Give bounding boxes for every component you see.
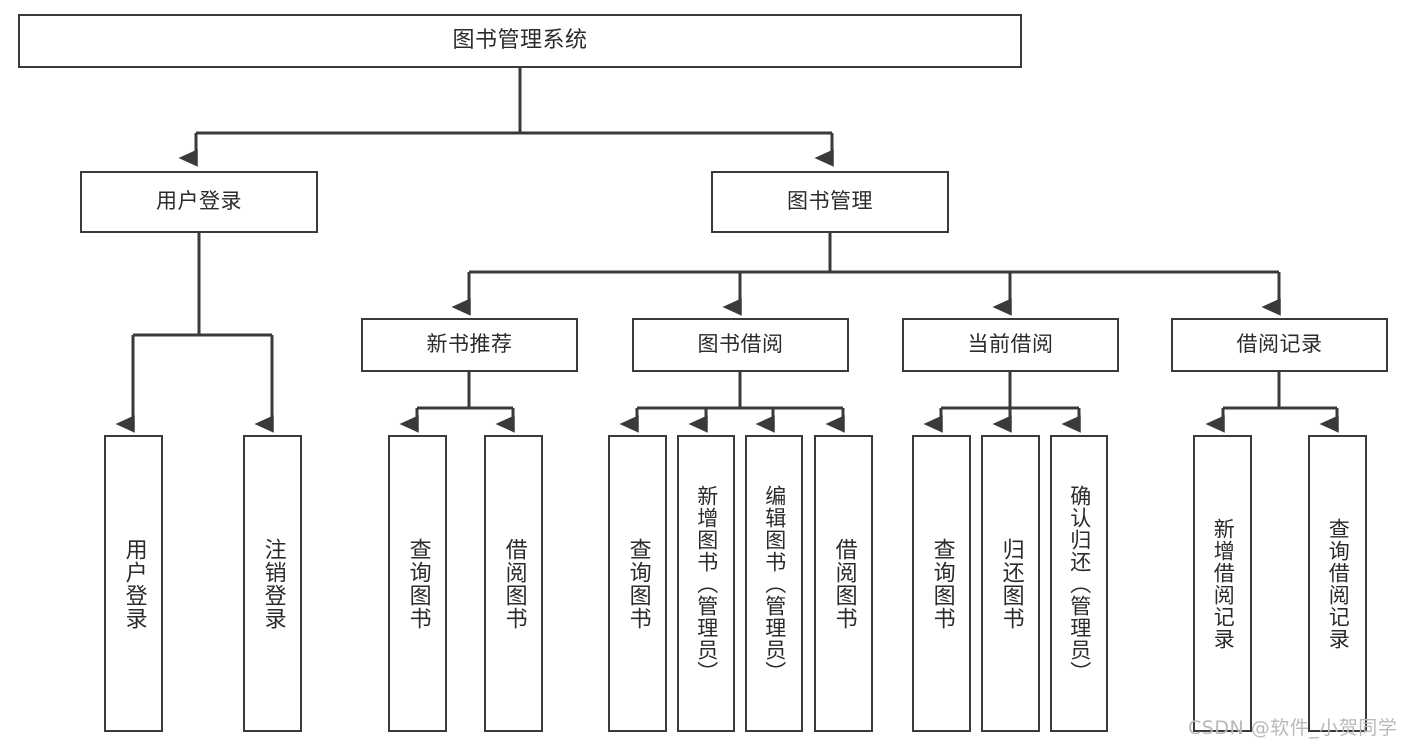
node-label: 借阅图书 <box>501 537 527 630</box>
leaf-borrow-book-recommend[interactable]: 借阅图书 <box>484 435 543 732</box>
node-current-borrow[interactable]: 当前借阅 <box>902 318 1119 372</box>
leaf-confirm-return-admin[interactable]: 确认归还（管理员） <box>1050 435 1108 732</box>
leaf-query-book-recommend[interactable]: 查询图书 <box>388 435 447 732</box>
node-book-borrow[interactable]: 图书借阅 <box>632 318 849 372</box>
leaf-add-borrow-record[interactable]: 新增借阅记录 <box>1193 435 1252 732</box>
leaf-borrow-book[interactable]: 借阅图书 <box>814 435 873 732</box>
node-label: 查询图书 <box>625 537 651 630</box>
node-label: 查询图书 <box>929 537 955 630</box>
node-label: 图书管理 <box>787 189 873 214</box>
leaf-edit-book-admin[interactable]: 编辑图书（管理员） <box>745 435 803 732</box>
node-label: 新增图书（管理员） <box>694 484 719 683</box>
leaf-user-logout[interactable]: 注销登录 <box>243 435 302 732</box>
leaf-add-book-admin[interactable]: 新增图书（管理员） <box>677 435 735 732</box>
node-label: 新增借阅记录 <box>1211 517 1236 650</box>
leaf-query-book-current[interactable]: 查询图书 <box>912 435 971 732</box>
node-label: 确认归还（管理员） <box>1067 484 1092 683</box>
leaf-query-borrow-record[interactable]: 查询借阅记录 <box>1308 435 1367 732</box>
node-label: 借阅图书 <box>831 537 857 630</box>
node-label: 图书借阅 <box>697 332 784 357</box>
node-user-login[interactable]: 用户登录 <box>80 171 318 233</box>
node-label: 当前借阅 <box>967 332 1054 357</box>
node-label: 用户登录 <box>156 189 242 214</box>
node-label: 用户登录 <box>121 537 147 630</box>
node-label: 编辑图书（管理员） <box>762 484 787 683</box>
leaf-query-book-borrow[interactable]: 查询图书 <box>608 435 667 732</box>
node-root-system[interactable]: 图书管理系统 <box>18 14 1022 68</box>
node-label: 新书推荐 <box>426 332 513 357</box>
node-borrow-records[interactable]: 借阅记录 <box>1171 318 1388 372</box>
node-label: 查询图书 <box>405 537 431 630</box>
node-label: 查询借阅记录 <box>1326 517 1351 650</box>
leaf-return-book[interactable]: 归还图书 <box>981 435 1040 732</box>
node-label: 归还图书 <box>998 537 1024 630</box>
node-new-book-recommend[interactable]: 新书推荐 <box>361 318 578 372</box>
node-book-management[interactable]: 图书管理 <box>711 171 949 233</box>
node-label: 注销登录 <box>260 537 286 630</box>
node-label: 图书管理系统 <box>452 27 588 53</box>
node-label: 借阅记录 <box>1236 332 1323 357</box>
leaf-user-login[interactable]: 用户登录 <box>104 435 163 732</box>
